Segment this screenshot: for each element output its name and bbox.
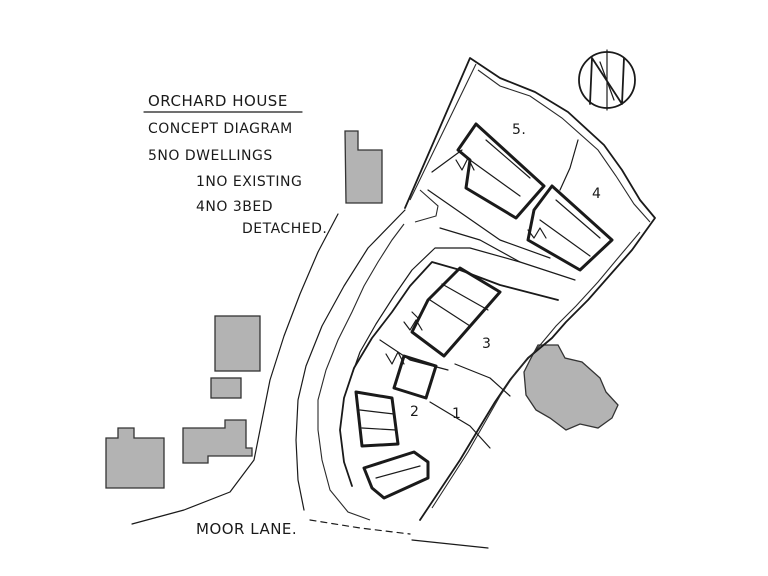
plot-divider-west	[379, 339, 449, 371]
dwelling-plot-4	[526, 184, 614, 272]
notes-subtitle: CONCEPT DIAGRAM	[148, 121, 293, 137]
road-edge-east	[295, 209, 406, 511]
dwelling-plot-3	[410, 266, 502, 358]
neighbour-building-north	[344, 130, 383, 204]
drive-edge-outer	[349, 247, 576, 381]
neighbour-buildings	[105, 130, 619, 489]
site-boundary	[317, 57, 656, 521]
road-label: MOOR LANE.	[196, 520, 297, 538]
concept-notes: ORCHARD HOUSE CONCEPT DIAGRAM 5NO DWELLI…	[143, 92, 327, 237]
plot-divider-3-2	[454, 363, 511, 397]
dwelling-plot-5	[456, 122, 546, 220]
road-edge-west	[131, 213, 339, 525]
hedge-line	[409, 63, 651, 509]
road-dashed-line	[309, 519, 411, 535]
notes-line-dwellings: 5NO DWELLINGS	[148, 148, 273, 164]
notes-line-detached: DETACHED.	[242, 221, 327, 237]
dwelling-plot-1	[362, 450, 430, 500]
plot-boundaries	[379, 139, 579, 449]
moor-lane-road	[131, 209, 489, 549]
dwelling-plot-2	[354, 390, 400, 448]
proposed-dwellings	[354, 122, 614, 500]
plot-divider-2-1	[429, 401, 491, 449]
plot-label-5: 5.	[512, 122, 526, 138]
notes-line-3bed: 4NO 3BED	[196, 199, 273, 215]
dwelling-3-entrance-mark	[403, 311, 423, 331]
plot-label-1: 1	[452, 406, 461, 422]
neighbour-building-far-west	[105, 427, 165, 489]
dwelling-plot-2-garage	[392, 354, 438, 400]
neighbour-outbuilding	[210, 377, 242, 399]
dwelling-5-entrance-mark	[455, 157, 475, 171]
dwelling-2-entrance-mark	[385, 351, 405, 365]
dwelling-4-entrance-mark	[527, 227, 547, 239]
plot-label-2: 2	[410, 404, 419, 420]
plot-divider-mid	[439, 227, 521, 263]
neighbour-building-west	[214, 315, 261, 372]
road-south-edge	[411, 539, 489, 549]
neighbour-building-southwest	[182, 419, 253, 464]
boundary-line	[404, 57, 656, 521]
plot-label-3: 3	[482, 336, 491, 352]
plot-divider-north	[427, 139, 579, 259]
notes-title: ORCHARD HOUSE	[148, 92, 288, 110]
west-hedge	[317, 189, 439, 521]
plot-labels: 5. 4 3 2 1	[410, 122, 601, 422]
existing-orchard-house	[523, 344, 619, 431]
notes-line-existing: 1NO EXISTING	[196, 174, 302, 190]
north-arrow-icon	[578, 49, 636, 111]
plot-label-4: 4	[592, 186, 601, 202]
